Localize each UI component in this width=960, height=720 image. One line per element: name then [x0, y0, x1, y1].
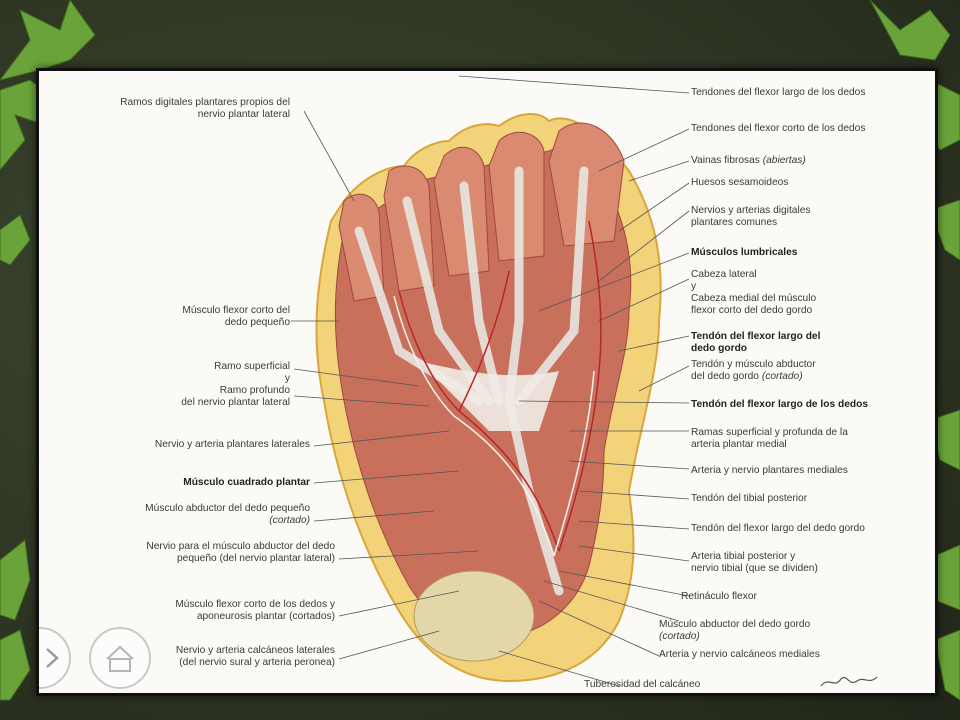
- home-icon[interactable]: [89, 627, 151, 689]
- label-cuadrado-plantar: Músculo cuadrado plantar: [183, 477, 310, 488]
- label-tendones-flexor-largo: Tendones del flexor largo de los dedos: [691, 87, 866, 98]
- label-nervio-arteria-plantares-laterales: Nervio y arteria plantares laterales: [154, 439, 310, 450]
- label-nervio-abductor-dedo: Nervio para el músculo abductor del dedo…: [146, 541, 335, 564]
- label-nervio-arteria-calcaneos-laterales: Nervio y arteria calcáneos laterales(del…: [175, 645, 335, 668]
- label-arteria-nervio-plantares-mediales: Arteria y nervio plantares mediales: [691, 465, 848, 476]
- label-tuberosidad-calcaneo: Tuberosidad del calcáneo: [584, 679, 701, 690]
- play-arrow-icon[interactable]: [39, 627, 71, 689]
- label-tendon-flexor-largo-dedos: Tendón del flexor largo de los dedos: [691, 399, 868, 410]
- label-abductor-dedo-gordo: Músculo abductor del dedo gordo(cortado): [659, 619, 811, 642]
- label-retinaculo-flexor: Retináculo flexor: [681, 591, 757, 602]
- label-abductor-dedo-pequeno: Músculo abductor del dedo pequeño(cortad…: [145, 503, 310, 526]
- label-tendon-tibial-posterior: Tendón del tibial posterior: [691, 493, 808, 504]
- label-tendon-flexor-largo-dedo-gordo-2: Tendón del flexor largo del dedo gordo: [691, 523, 865, 534]
- label-tendones-flexor-corto: Tendones del flexor corto de los dedos: [691, 123, 866, 134]
- label-huesos-sesamoideos: Huesos sesamoideos: [691, 177, 789, 188]
- label-vainas-fibrosas: Vainas fibrosas (abiertas): [691, 155, 806, 166]
- signature-netter: [820, 676, 878, 687]
- label-musculos-lumbricales: Músculos lumbricales: [691, 247, 798, 258]
- foot-anatomy-illustration: [291, 75, 690, 687]
- label-arteria-nervio-calcaneos-mediales: Arteria y nervio calcáneos mediales: [659, 649, 820, 660]
